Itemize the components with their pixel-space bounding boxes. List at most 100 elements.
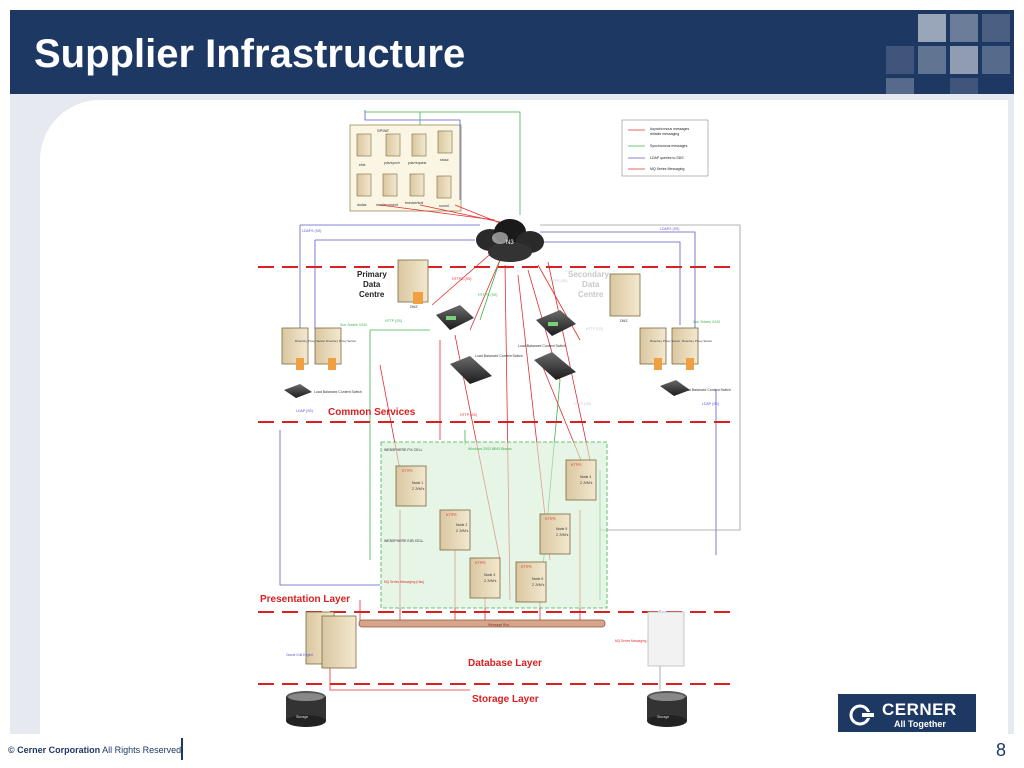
ldap-connections <box>279 110 717 586</box>
content-switch-right <box>660 380 690 396</box>
node-jvm: 2 JVM's <box>532 583 545 587</box>
dir-proxy-label: Directory Proxy Server <box>682 339 712 343</box>
node-label: Node 6 <box>532 577 543 581</box>
https-label: HTTPS (SS) <box>478 293 497 297</box>
server-label: ebis <box>359 163 366 167</box>
message-bus <box>358 619 606 628</box>
node-jvm: 2 JVM's <box>412 487 425 491</box>
storage-label: Storage <box>296 715 308 719</box>
server-icon <box>437 130 453 154</box>
server-icon <box>409 173 425 197</box>
legend-box <box>621 119 709 177</box>
diagram-canvas <box>40 100 1008 734</box>
storage-disk-left <box>286 691 326 727</box>
legend-label: reliable messaging <box>650 132 679 136</box>
windows-label: Windows 2003 IBM3 Blades <box>468 447 512 451</box>
n3-cloud-icon <box>476 219 544 262</box>
http-label: HTTP (SS) <box>574 402 591 406</box>
cloud-label: N3 <box>506 240 514 246</box>
node-https: HTTPS <box>571 463 581 467</box>
ejb-cell-label: WEBSPHERE EJB CELL <box>384 539 424 543</box>
dmz-label: DMZ <box>620 319 628 323</box>
header-decoration <box>982 46 1010 74</box>
layer-label-presentation: Presentation Layer <box>260 594 350 605</box>
ldaps-label: LDAPS (SS) <box>660 227 679 231</box>
oracle-label: Oracle Grid Engine <box>286 653 313 657</box>
storage-disk-right <box>647 691 687 727</box>
node-servers <box>395 459 597 603</box>
layer-label-database: Database Layer <box>468 658 542 669</box>
spine-title: SPINE <box>377 128 389 133</box>
node-https: HTTPS <box>521 565 531 569</box>
storage-label: Storage <box>657 715 669 719</box>
slide-footer <box>0 736 1024 768</box>
secondary-dc-label: Centre <box>578 290 604 299</box>
node-https: HTTPS <box>446 513 456 517</box>
lbcs-label: Load Balanced Content Switch <box>475 354 523 358</box>
cerner-mark-icon <box>849 704 876 726</box>
mq-label: MQ Series Messaging (Has) <box>384 580 424 584</box>
content-switch-left <box>284 384 312 398</box>
node-jvm: 2 JVM's <box>456 529 469 533</box>
server-icon <box>436 175 452 199</box>
cerner-logo: CERNER All Together <box>834 690 980 736</box>
server-label: tmedcentral <box>405 201 424 205</box>
database-server-secondary <box>647 611 685 667</box>
server-icon <box>385 133 401 157</box>
header-decoration <box>950 14 978 42</box>
primary-dc-label: Data <box>363 280 381 289</box>
https-label: HTTPS (SS) <box>452 277 471 281</box>
node-jvm: 2 JVM's <box>484 579 497 583</box>
server-label: dodaz <box>357 203 367 207</box>
secondary-dc-label: Secondary <box>568 270 609 279</box>
server-icon <box>382 173 398 197</box>
spine-servers <box>356 130 453 199</box>
database-server-primary <box>305 611 357 669</box>
primary-dc-label: Primary <box>357 270 387 279</box>
node-jvm: 2 JVM's <box>556 533 569 537</box>
slide-header: Supplier Infrastructure <box>10 10 1014 94</box>
content-switch-mid1 <box>450 356 492 384</box>
logo-wordmark: CERNER <box>882 700 957 719</box>
server-label: pds/synch <box>384 161 400 165</box>
secondary-dc-label: Data <box>582 280 600 289</box>
header-decoration <box>950 78 978 94</box>
legend-label: MQ Series Messaging <box>650 167 684 171</box>
server-icon <box>356 133 372 157</box>
server-icon <box>411 133 427 157</box>
server-icon <box>356 173 372 197</box>
header-decoration <box>886 78 914 94</box>
node-https: HTTPS <box>545 517 555 521</box>
dmz-server-secondary <box>609 273 641 317</box>
mq-label: MQ Series Messaging (Has) <box>615 639 655 643</box>
server-label: pds/request <box>408 161 426 165</box>
header-decoration <box>918 14 946 42</box>
http-label: HTTP (SS) <box>586 327 603 331</box>
header-decoration <box>950 46 978 74</box>
legend-label: LDAP queries to SDS <box>650 156 684 160</box>
node-https: HTTPS <box>402 469 412 473</box>
primary-dc-label: Centre <box>359 290 385 299</box>
logo-tagline: All Together <box>894 719 946 729</box>
copyright-company: © Cerner Corporation <box>8 745 101 755</box>
directory-proxy-right <box>639 327 699 370</box>
header-decoration <box>886 46 914 74</box>
https-label: HTTPS (SS) <box>548 279 567 283</box>
http-label: HTTP (SS) <box>385 319 402 323</box>
dmz-label: DMZ <box>410 305 418 309</box>
ldaps-label: LDAPS (SS) <box>302 229 321 233</box>
lbcs-label: Load Balanced Content Switch <box>683 388 731 392</box>
dir-proxy-label: Directory Proxy Server <box>326 339 356 343</box>
slide-title: Supplier Infrastructure <box>34 32 466 76</box>
server-label: mediaconsent <box>376 203 398 207</box>
sun-label: Sun Solaris V240 <box>340 323 367 327</box>
node-jvm: 2 JVM's <box>580 481 593 485</box>
node-label: Node 5 <box>556 527 567 531</box>
ldap-label: LDAP (SS) <box>702 402 719 406</box>
server-label: rounid <box>439 204 449 208</box>
legend-label: Asynchronous messages <box>650 127 689 131</box>
content-switch-mid2 <box>534 352 576 380</box>
node-label: Node 1 <box>412 481 423 485</box>
node-label: Node 3 <box>484 573 495 577</box>
legend-label: Synchronous messages <box>650 144 688 148</box>
